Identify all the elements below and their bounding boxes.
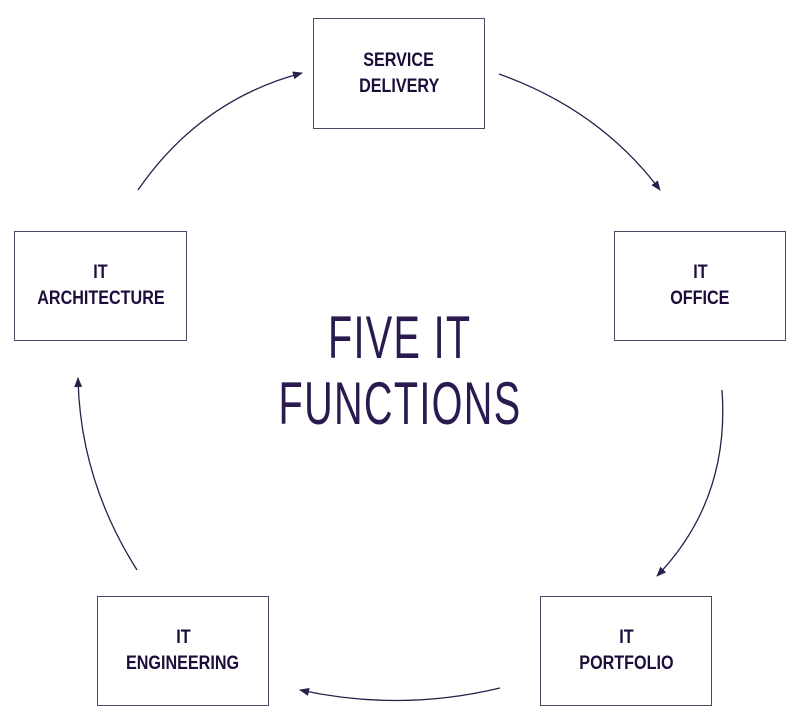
diagram-title-line1: FIVE IT: [328, 304, 472, 371]
diagram-title-line2: FUNCTIONS: [278, 370, 522, 437]
arrow-portfolio-to-engineering: [299, 687, 501, 702]
arrow-engineering-to-architecture: [74, 377, 138, 571]
arrow-delivery-to-office: [498, 73, 661, 191]
node-label-line1: IT: [93, 262, 108, 283]
node-label-line2: ARCHITECTURE: [36, 288, 165, 309]
node-label-line1: IT: [618, 627, 634, 648]
node-service-delivery: SERVICE DELIVERY: [313, 18, 485, 129]
node-it-engineering: IT ENGINEERING: [97, 596, 269, 706]
arrow-office-to-portfolio: [656, 389, 724, 577]
node-it-portfolio: IT PORTFOLIO: [540, 596, 712, 706]
arrow-architecture-to-delivery: [137, 71, 303, 191]
node-label-line2: DELIVERY: [358, 75, 440, 97]
node-label-line1: IT: [175, 627, 191, 648]
node-it-architecture: IT ARCHITECTURE: [14, 231, 187, 341]
node-label-line2: ENGINEERING: [126, 653, 240, 674]
node-label-line1: SERVICE: [363, 49, 435, 71]
node-it-office: IT OFFICE: [614, 231, 786, 341]
node-label-line2: PORTFOLIO: [578, 653, 674, 674]
node-label-line2: OFFICE: [670, 288, 730, 309]
node-label-line1: IT: [692, 262, 708, 283]
